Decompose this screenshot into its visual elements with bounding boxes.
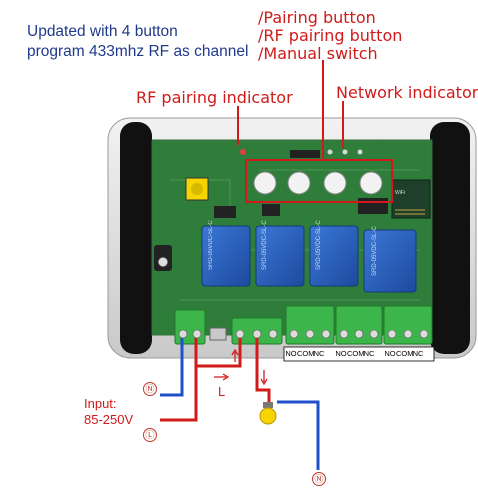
usb-port — [209, 327, 227, 341]
bulb-icon — [259, 402, 277, 425]
svg-text:SRD-05VDC-SL-C: SRD-05VDC-SL-C — [372, 226, 378, 276]
terminal-screws — [178, 329, 429, 339]
callout-rf-indicator: RF pairing indicator — [136, 88, 293, 107]
push-buttons — [253, 171, 383, 195]
terminal-label: COM — [396, 349, 414, 358]
neutral-symbol-icon: Ⓝ — [143, 382, 157, 396]
callout-pairing-button: /Pairing button — [258, 8, 376, 27]
svg-text:SRD-05VDC-SL-C: SRD-05VDC-SL-C — [262, 220, 268, 270]
live-symbol-icon: Ⓛ — [143, 428, 157, 442]
svg-text:WiFi: WiFi — [395, 190, 405, 196]
terminal-label: COM — [297, 349, 315, 358]
terminal-label: NO — [384, 349, 396, 358]
callout-network-indicator: Network indicator — [336, 83, 478, 102]
buttons-highlight-box — [245, 159, 393, 203]
svg-text:SRD-05VDC-SL-C: SRD-05VDC-SL-C — [316, 220, 322, 270]
terminal-label: NO — [285, 349, 297, 358]
relays: SRD-05VDC-SL-C SRD-05VDC-SL-C SRD-05VDC-… — [201, 220, 417, 293]
terminal-label-strip — [283, 346, 435, 362]
terminal-label: NO — [335, 349, 347, 358]
terminal-label: COM — [347, 349, 365, 358]
input-label: Input: — [84, 396, 117, 411]
live-arrow-label: L — [218, 384, 226, 399]
note-line-2: program 433mhz RF as channel — [27, 43, 249, 60]
callout-manual-switch: /Manual switch — [258, 44, 378, 63]
terminal-label: NC — [412, 349, 424, 358]
terminal-label: NC — [363, 349, 375, 358]
wiring — [160, 338, 320, 470]
terminal-label: NC — [313, 349, 325, 358]
svg-text:SRD-05VDC-SL-C: SRD-05VDC-SL-C — [208, 220, 214, 270]
callout-rf-pairing-button: /RF pairing button — [258, 26, 403, 45]
voltage-label: 85-250V — [84, 412, 134, 427]
neutral-symbol-icon: Ⓝ — [312, 472, 326, 486]
update-note: Updated with 4 button program 433mhz RF … — [27, 22, 257, 62]
note-line-1: Updated with 4 button — [27, 23, 178, 40]
